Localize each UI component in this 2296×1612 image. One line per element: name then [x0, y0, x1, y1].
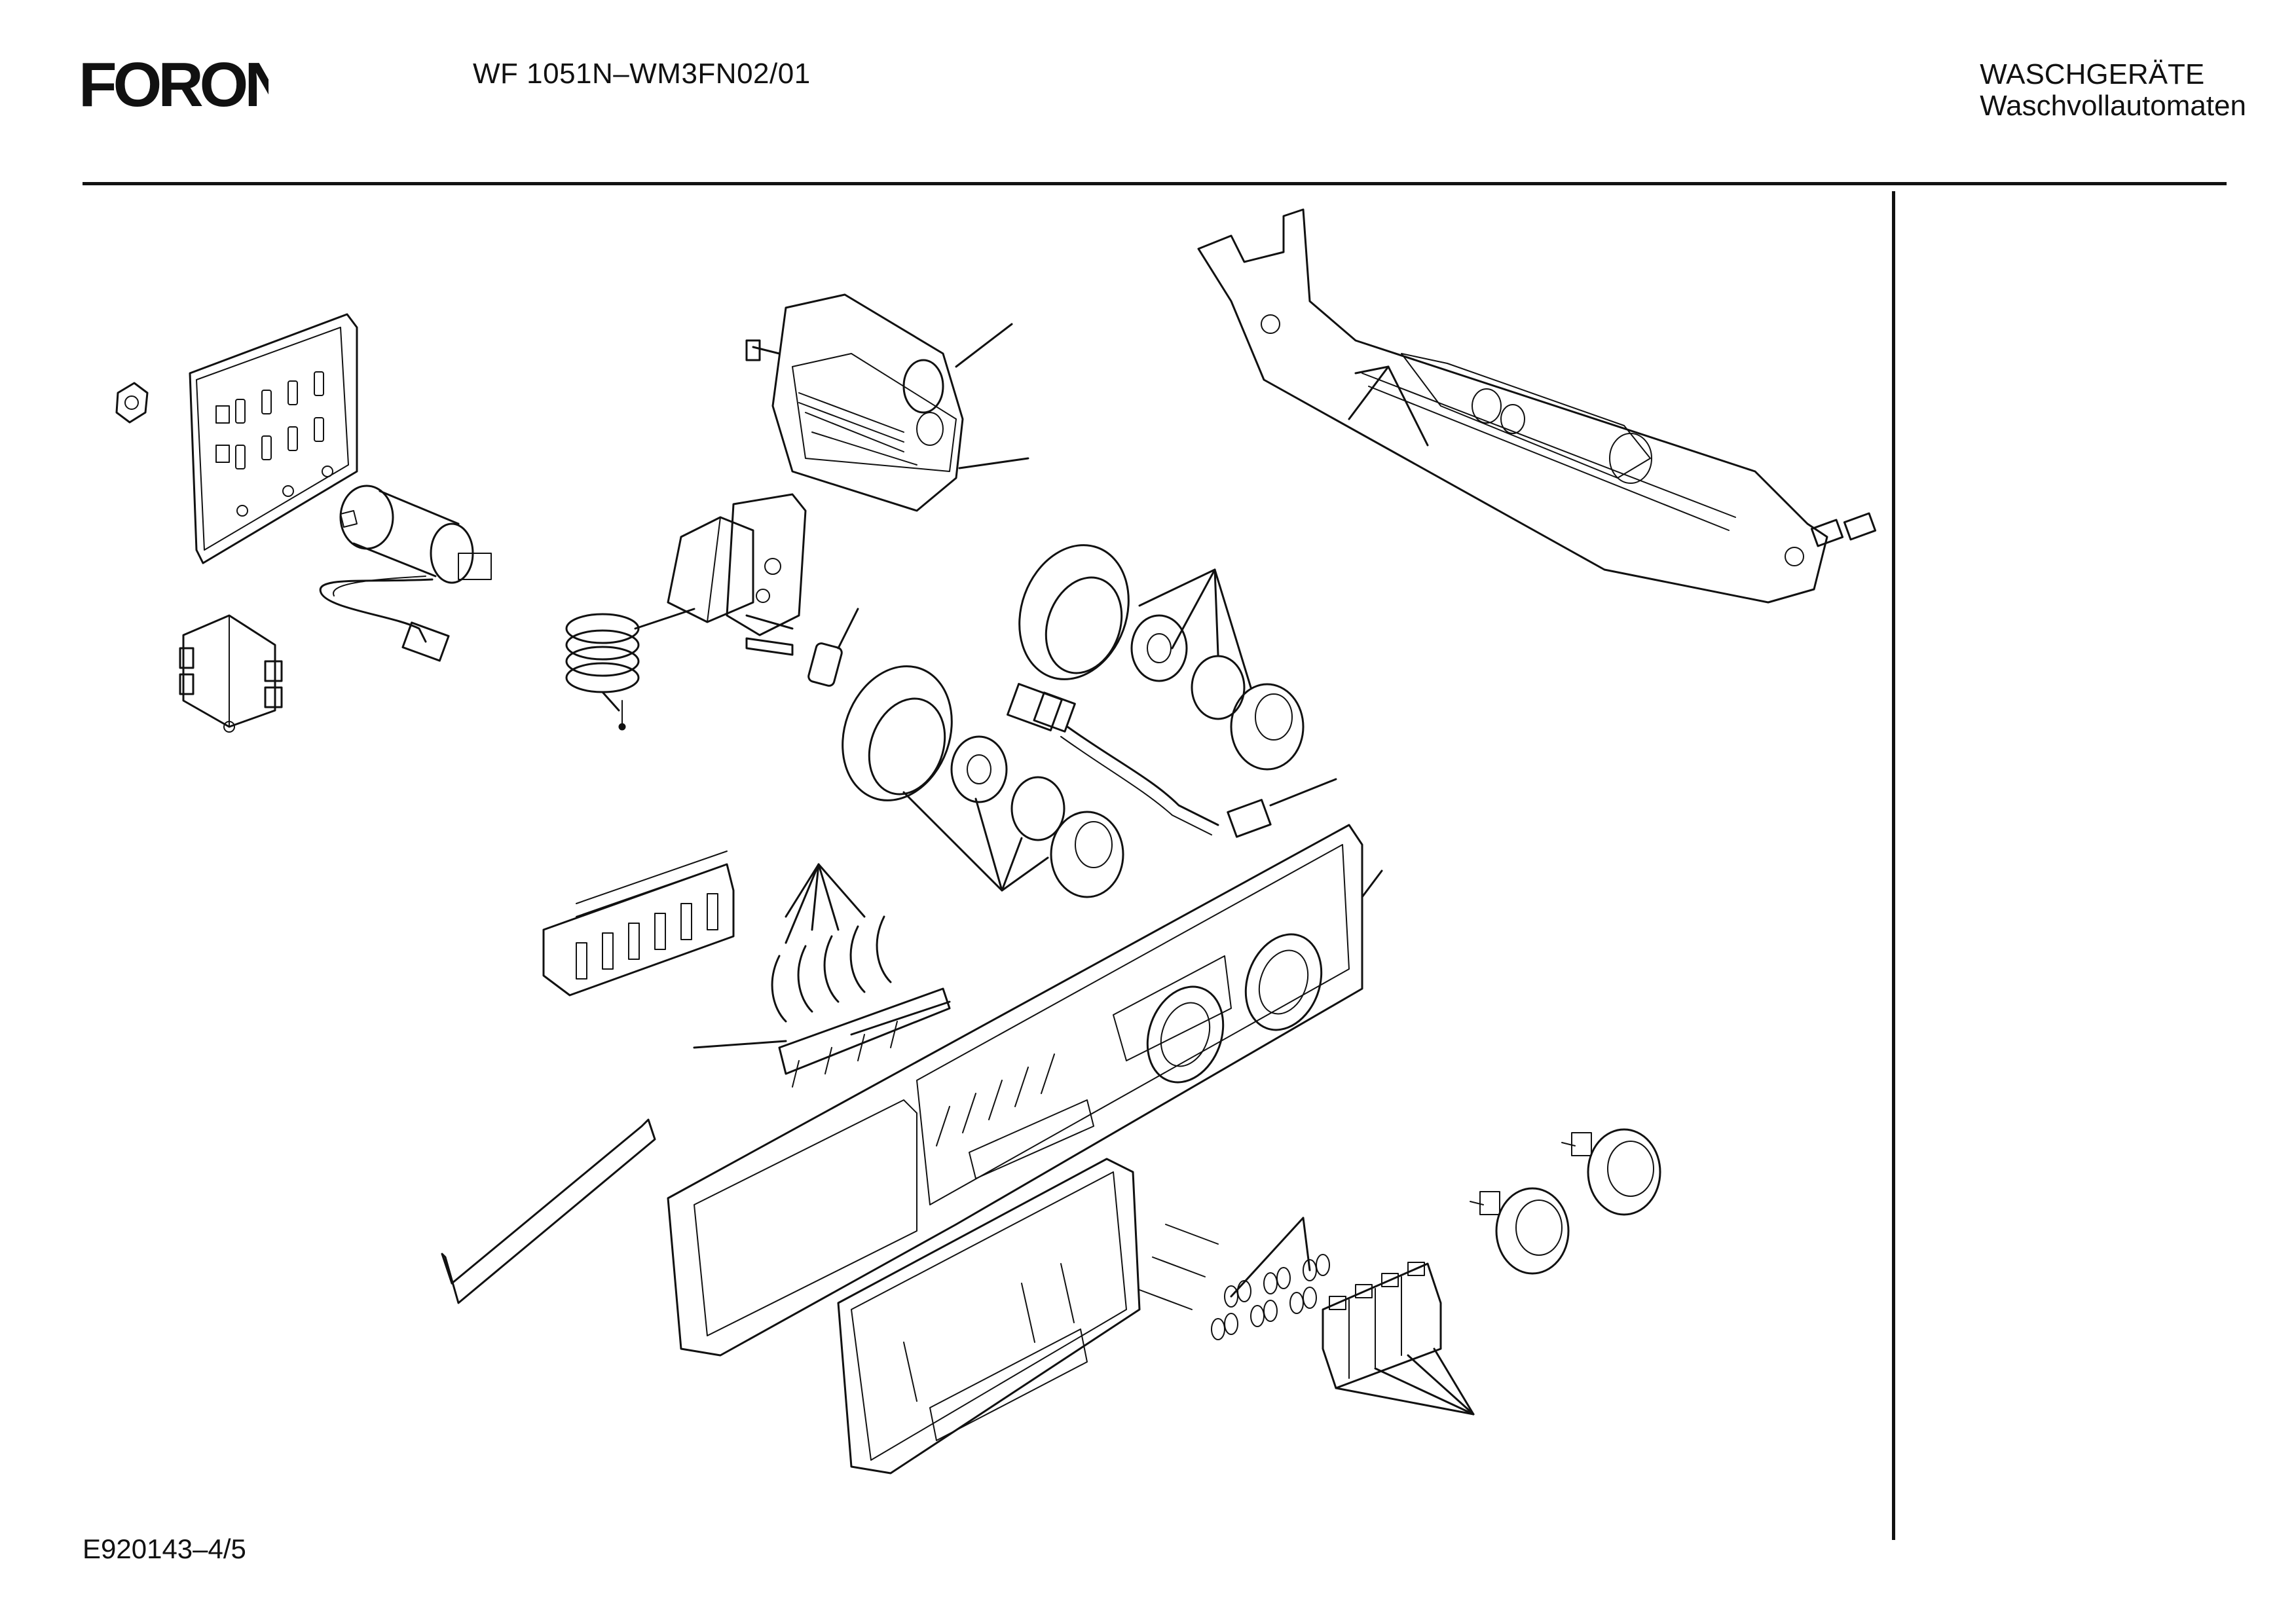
relay-bracket-plate	[190, 314, 357, 563]
drawer-panel	[838, 1159, 1139, 1473]
category-title: WASCHGERÄTE	[1980, 58, 2205, 90]
button-caps	[1323, 1262, 1473, 1414]
knob-assembly-right	[1001, 530, 1303, 769]
document-code: E920143–4/5	[83, 1533, 246, 1564]
model-code: WF 1051N–WM3FN02/01	[473, 58, 811, 90]
coupling-pin	[747, 609, 858, 687]
light-guide-rod	[442, 1120, 655, 1303]
button-springs	[1139, 1218, 1329, 1340]
category-subtitle: Waschvollautomaten	[1980, 90, 2246, 122]
margin-rule	[1892, 191, 1895, 1540]
interference-filter	[180, 615, 282, 732]
suppression-capacitor	[320, 486, 491, 661]
wire-connector	[1008, 684, 1336, 837]
programme-timer	[747, 295, 1028, 511]
pushbutton-switch-bank	[544, 851, 733, 995]
electronic-module-bracket	[1198, 210, 1876, 602]
foron-logo: FORON	[79, 52, 268, 118]
hex-nut	[117, 383, 147, 422]
contact-lever-bar	[694, 989, 950, 1087]
door-lock-switch	[566, 494, 805, 729]
category-block: WASCHGERÄTE Waschvollautomaten	[1980, 59, 2246, 122]
front-knob-left	[1470, 1188, 1568, 1273]
knob-assembly-left	[824, 651, 1123, 897]
header-rule	[83, 182, 2227, 185]
control-panel-fascia	[668, 825, 1382, 1355]
foron-logo-text: FORON	[79, 52, 268, 118]
front-knob-right	[1562, 1129, 1660, 1215]
spring-clips	[772, 864, 891, 1021]
